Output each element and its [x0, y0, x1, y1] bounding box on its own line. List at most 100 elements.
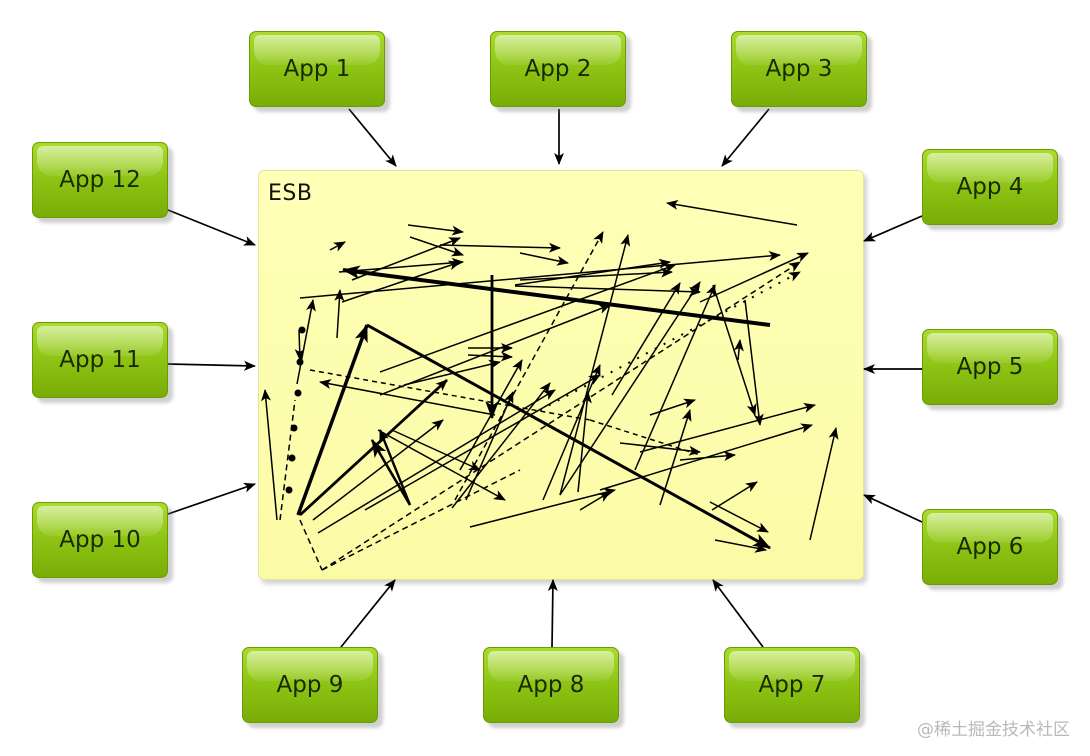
chaos-arrow-17	[296, 299, 316, 385]
chaos-arrow-15	[439, 242, 561, 253]
chaos-arrow-13	[351, 237, 461, 281]
chaos-arrow-38	[733, 339, 744, 361]
dotted-trail-dot-3	[294, 389, 302, 397]
app-9-box[interactable]: App 9	[242, 647, 378, 723]
chaos-arrow-1	[341, 265, 771, 327]
chaos-arrow-43	[709, 501, 769, 533]
chaos-arrow-55	[469, 487, 616, 528]
chaos-arrow-42	[714, 539, 767, 553]
app-7-box[interactable]: App 7	[724, 647, 860, 723]
chaos-arrow-25	[451, 382, 551, 509]
chaos-arrow-65	[454, 231, 604, 501]
dotted-trail-dot-4	[290, 424, 298, 432]
app-11-label: App 11	[59, 347, 141, 373]
chaos-arrow-14	[519, 252, 569, 266]
esb-bus	[258, 170, 864, 580]
chaos-arrow-3	[366, 323, 771, 550]
chaos-arrow-57	[329, 241, 346, 252]
dotted-trail-dot-1	[298, 326, 306, 334]
chaos-arrow-56	[579, 491, 611, 511]
app-8-box[interactable]: App 8	[483, 647, 619, 723]
chaos-arrow-66	[589, 419, 701, 456]
app-4-label: App 4	[956, 174, 1024, 200]
chaos-arrow-2	[296, 323, 369, 516]
app-10-label: App 10	[59, 527, 141, 553]
connector-arrow-1	[348, 108, 397, 167]
chaos-arrow-39	[699, 252, 809, 303]
app-2-label: App 2	[524, 56, 592, 82]
chaos-arrow-54	[364, 374, 601, 511]
chaos-arrow-12	[341, 260, 461, 303]
chaos-arrow-59	[744, 299, 764, 426]
dotted-trail-dot-6	[285, 486, 293, 494]
chaos-arrow-27	[514, 258, 671, 286]
connector-arrow-8	[547, 579, 558, 648]
chaos-arrow-28	[514, 285, 701, 297]
watermark: @稀土掘金技术社区	[917, 720, 1070, 740]
chaos-arrow-40	[639, 403, 816, 453]
chaos-arrow-22	[379, 304, 611, 396]
chaos-arrow-45	[711, 481, 758, 511]
connector-arrow-3	[721, 108, 770, 167]
app-3-box[interactable]: App 3	[731, 31, 867, 107]
app-5-box[interactable]: App 5	[922, 329, 1058, 405]
chaos-arrow-44	[809, 427, 839, 541]
chaos-arrow-7	[378, 429, 412, 506]
chaos-arrow-31	[559, 281, 701, 496]
app-1-box[interactable]: App 1	[249, 31, 385, 107]
chaos-arrow-64	[309, 369, 591, 421]
chaos-arrow-32	[577, 391, 592, 493]
app-10-box[interactable]: App 10	[32, 502, 168, 578]
chaos-arrow-10	[409, 236, 464, 257]
dotted-trail-dot-5	[288, 454, 296, 462]
chaos-arrow-29	[519, 267, 673, 281]
chaos-arrow-61	[279, 399, 296, 521]
connector-arrow-9	[340, 579, 396, 648]
connector-arrow-4	[863, 215, 923, 242]
app-2-box[interactable]: App 2	[490, 31, 626, 107]
chaos-arrow-68	[321, 469, 521, 571]
connector-arrow-11	[167, 360, 256, 371]
chaos-arrow-52	[312, 419, 444, 521]
app-5-label: App 5	[956, 354, 1024, 380]
app-6-box[interactable]: App 6	[922, 509, 1058, 585]
app-3-label: App 3	[765, 56, 833, 82]
app-to-esb-connectors	[167, 108, 923, 648]
app-6-label: App 6	[956, 534, 1024, 560]
chaos-arrow-9	[407, 224, 464, 236]
chaos-arrow-58	[649, 398, 696, 416]
chaos-arrow-6	[370, 439, 412, 506]
chaos-arrow-36	[659, 409, 692, 506]
chaos-arrow-48	[319, 379, 496, 416]
app-8-label: App 8	[517, 672, 585, 698]
chaos-arrow-23	[379, 264, 676, 373]
app-9-label: App 9	[276, 672, 344, 698]
app-11-box[interactable]: App 11	[32, 322, 168, 398]
chaos-arrow-8	[666, 199, 798, 226]
esb-label: ESB	[268, 181, 313, 206]
chaos-arrow-47	[299, 251, 781, 299]
connector-arrow-10	[167, 482, 256, 515]
chaos-arrow-50	[391, 429, 481, 471]
chaos-arrow-34	[611, 282, 681, 396]
app-12-box[interactable]: App 12	[32, 142, 168, 218]
dotted-trail-dot-2	[296, 358, 304, 366]
chaos-arrow-35	[634, 284, 716, 471]
chaos-arrow-21	[403, 359, 501, 386]
chaos-arrow-16	[334, 289, 345, 339]
connector-arrow-7	[712, 579, 764, 648]
connector-arrow-12	[167, 209, 256, 246]
app-4-box[interactable]: App 4	[922, 149, 1058, 225]
chaos-arrow-33	[542, 364, 601, 501]
esb-internal-chaotic-arrows	[261, 199, 839, 571]
chaos-arrow-53	[317, 389, 556, 534]
chaos-arrow-49	[261, 389, 278, 521]
chaos-arrow-63	[321, 261, 801, 571]
chaos-arrow-46	[679, 451, 736, 461]
chaos-arrow-11	[338, 257, 464, 273]
app-7-label: App 7	[758, 672, 826, 698]
connector-arrow-6	[863, 494, 923, 523]
app-12-label: App 12	[59, 167, 141, 193]
chaos-arrow-62	[299, 519, 323, 571]
